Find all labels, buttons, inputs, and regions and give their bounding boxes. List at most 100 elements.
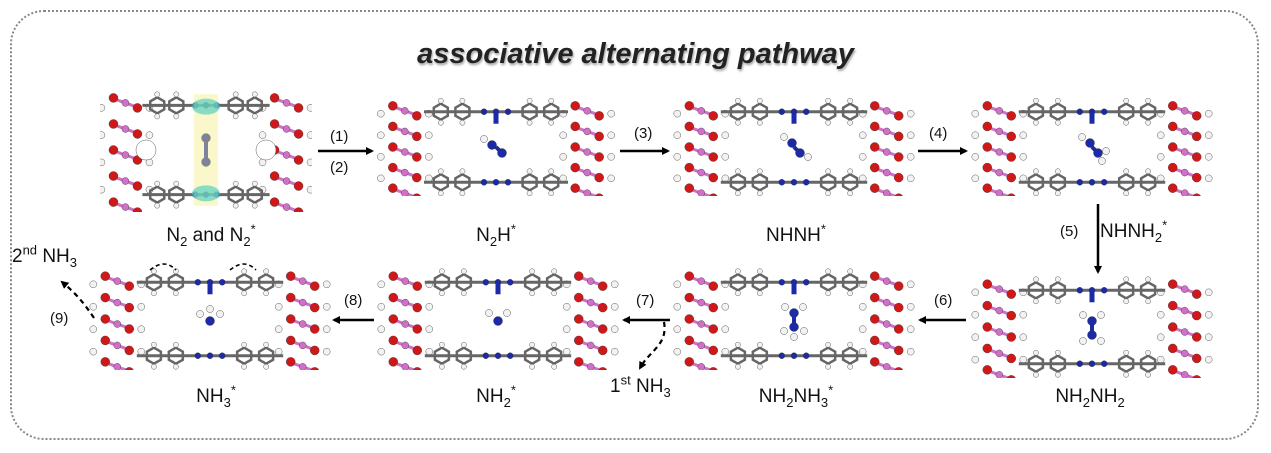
oxygen-atom [1168,279,1178,289]
oxygen-atom [412,302,422,313]
hydrogen-atom [735,268,741,275]
nitrogen-atom [778,179,786,186]
adsorbate-hydrogen-atom [480,135,488,143]
metal-atom [587,320,595,328]
hydrogen-atom [251,91,258,98]
hydrogen-atom [100,131,106,139]
pathway-frame [10,10,1259,440]
oxygen-atom [894,345,904,356]
oxygen-atom [870,314,880,324]
hydrogen-atom [1123,349,1129,356]
hydrogen-atom [263,341,269,348]
nitrogen-atom [778,352,786,359]
hydrogen-atom [1033,98,1039,104]
oxygen-atom [1192,152,1202,162]
hydrogen-atom [241,341,247,348]
metal-atom [995,371,1003,378]
oxygen-atom [684,314,694,324]
hydrogen-atom [1123,298,1129,305]
oxygen-atom [100,271,110,281]
hydrogen-atom [611,347,619,356]
hydrogen-atom [721,303,729,311]
hydrogen-atom [425,325,433,333]
metal-atom [883,148,891,156]
oxygen-atom [570,162,580,173]
oxygen-atom [388,357,398,367]
hydrogen-atom [1055,276,1061,283]
oxygen-atom [1192,289,1202,299]
oxygen-atom [1168,101,1178,111]
oxygen-atom [124,367,134,370]
nitrogen-atom [506,279,514,286]
oxygen-atom [574,335,584,346]
oxygen-atom [293,155,304,165]
oxygen-atom [1168,121,1178,132]
oxygen-atom [982,365,992,375]
hydrogen-atom [1157,311,1165,319]
oxygen-atom [286,357,296,367]
hydrogen-atom [847,268,853,275]
hydrogen-atom [825,98,831,104]
hydrogen-atom [825,168,831,175]
metal-atom [1181,349,1189,358]
oxygen-atom [709,193,718,196]
hydrogen-atom [323,280,331,289]
adsorbate-nitrogen-atom [1085,138,1095,148]
hydrogen-atom [907,131,915,139]
metal-atom [282,203,291,211]
hydrogen-atom [735,119,741,126]
hydrogen-atom [529,341,535,348]
oxygen-atom [894,152,904,162]
oxygen-atom [1006,131,1016,142]
oxygen-atom [708,152,718,162]
oxygen-atom [100,292,110,303]
hydrogen-atom [100,185,106,194]
metal-atom [883,320,891,328]
hydrogen-atom [551,341,557,348]
hydrogen-atom [559,131,567,139]
step-4: (4) [929,125,948,142]
oxygen-atom [1168,183,1178,193]
nitrogen-atom [802,279,810,286]
structure-drawing [971,98,1213,196]
step-3: (3) [634,125,653,142]
hydrogen-atom [825,290,831,297]
oxygen-atom [293,103,304,113]
metal-atom [1181,168,1189,177]
metal-atom [995,148,1003,156]
hydrogen-atom [526,190,533,196]
oxygen-atom [310,324,320,334]
structure-drawing [100,91,312,212]
metal-atom [401,148,409,156]
hydrogen-atom [154,202,161,209]
metal-atom [282,177,291,185]
hydrogen-atom [461,363,467,370]
metal-atom [299,298,307,307]
metal-atom [995,107,1003,115]
dashed-arc-right [229,263,257,271]
metal-atom [697,277,705,285]
structure-nhnh [672,98,916,196]
hydrogen-atom [377,280,385,289]
hydrogen-atom [1033,190,1039,196]
metal-atom [121,125,130,133]
oxygen-atom [132,129,143,139]
hydrogen-atom [971,174,979,183]
oxygen-atom [1168,322,1178,332]
hydrogen-atom [438,119,444,126]
adsorbate-hydrogen-atom [216,310,224,318]
hydrogen-atom [1205,174,1213,183]
label-second-nh3: 2nd NH3 [12,242,78,270]
hydrogen-atom [459,98,466,104]
oxygen-atom [894,324,904,334]
diagram-title: associative alternating pathway [417,38,854,70]
hydrogen-atom [673,303,681,311]
hydrogen-atom [907,174,915,183]
hydrogen-atom [1055,349,1061,356]
metal-atom [282,151,291,159]
hydrogen-atom [1157,131,1165,139]
metal-atom [883,127,891,136]
oxygen-atom [124,302,134,313]
hydrogen-atom [1033,168,1039,175]
label-nh3: NH3* [196,382,236,410]
